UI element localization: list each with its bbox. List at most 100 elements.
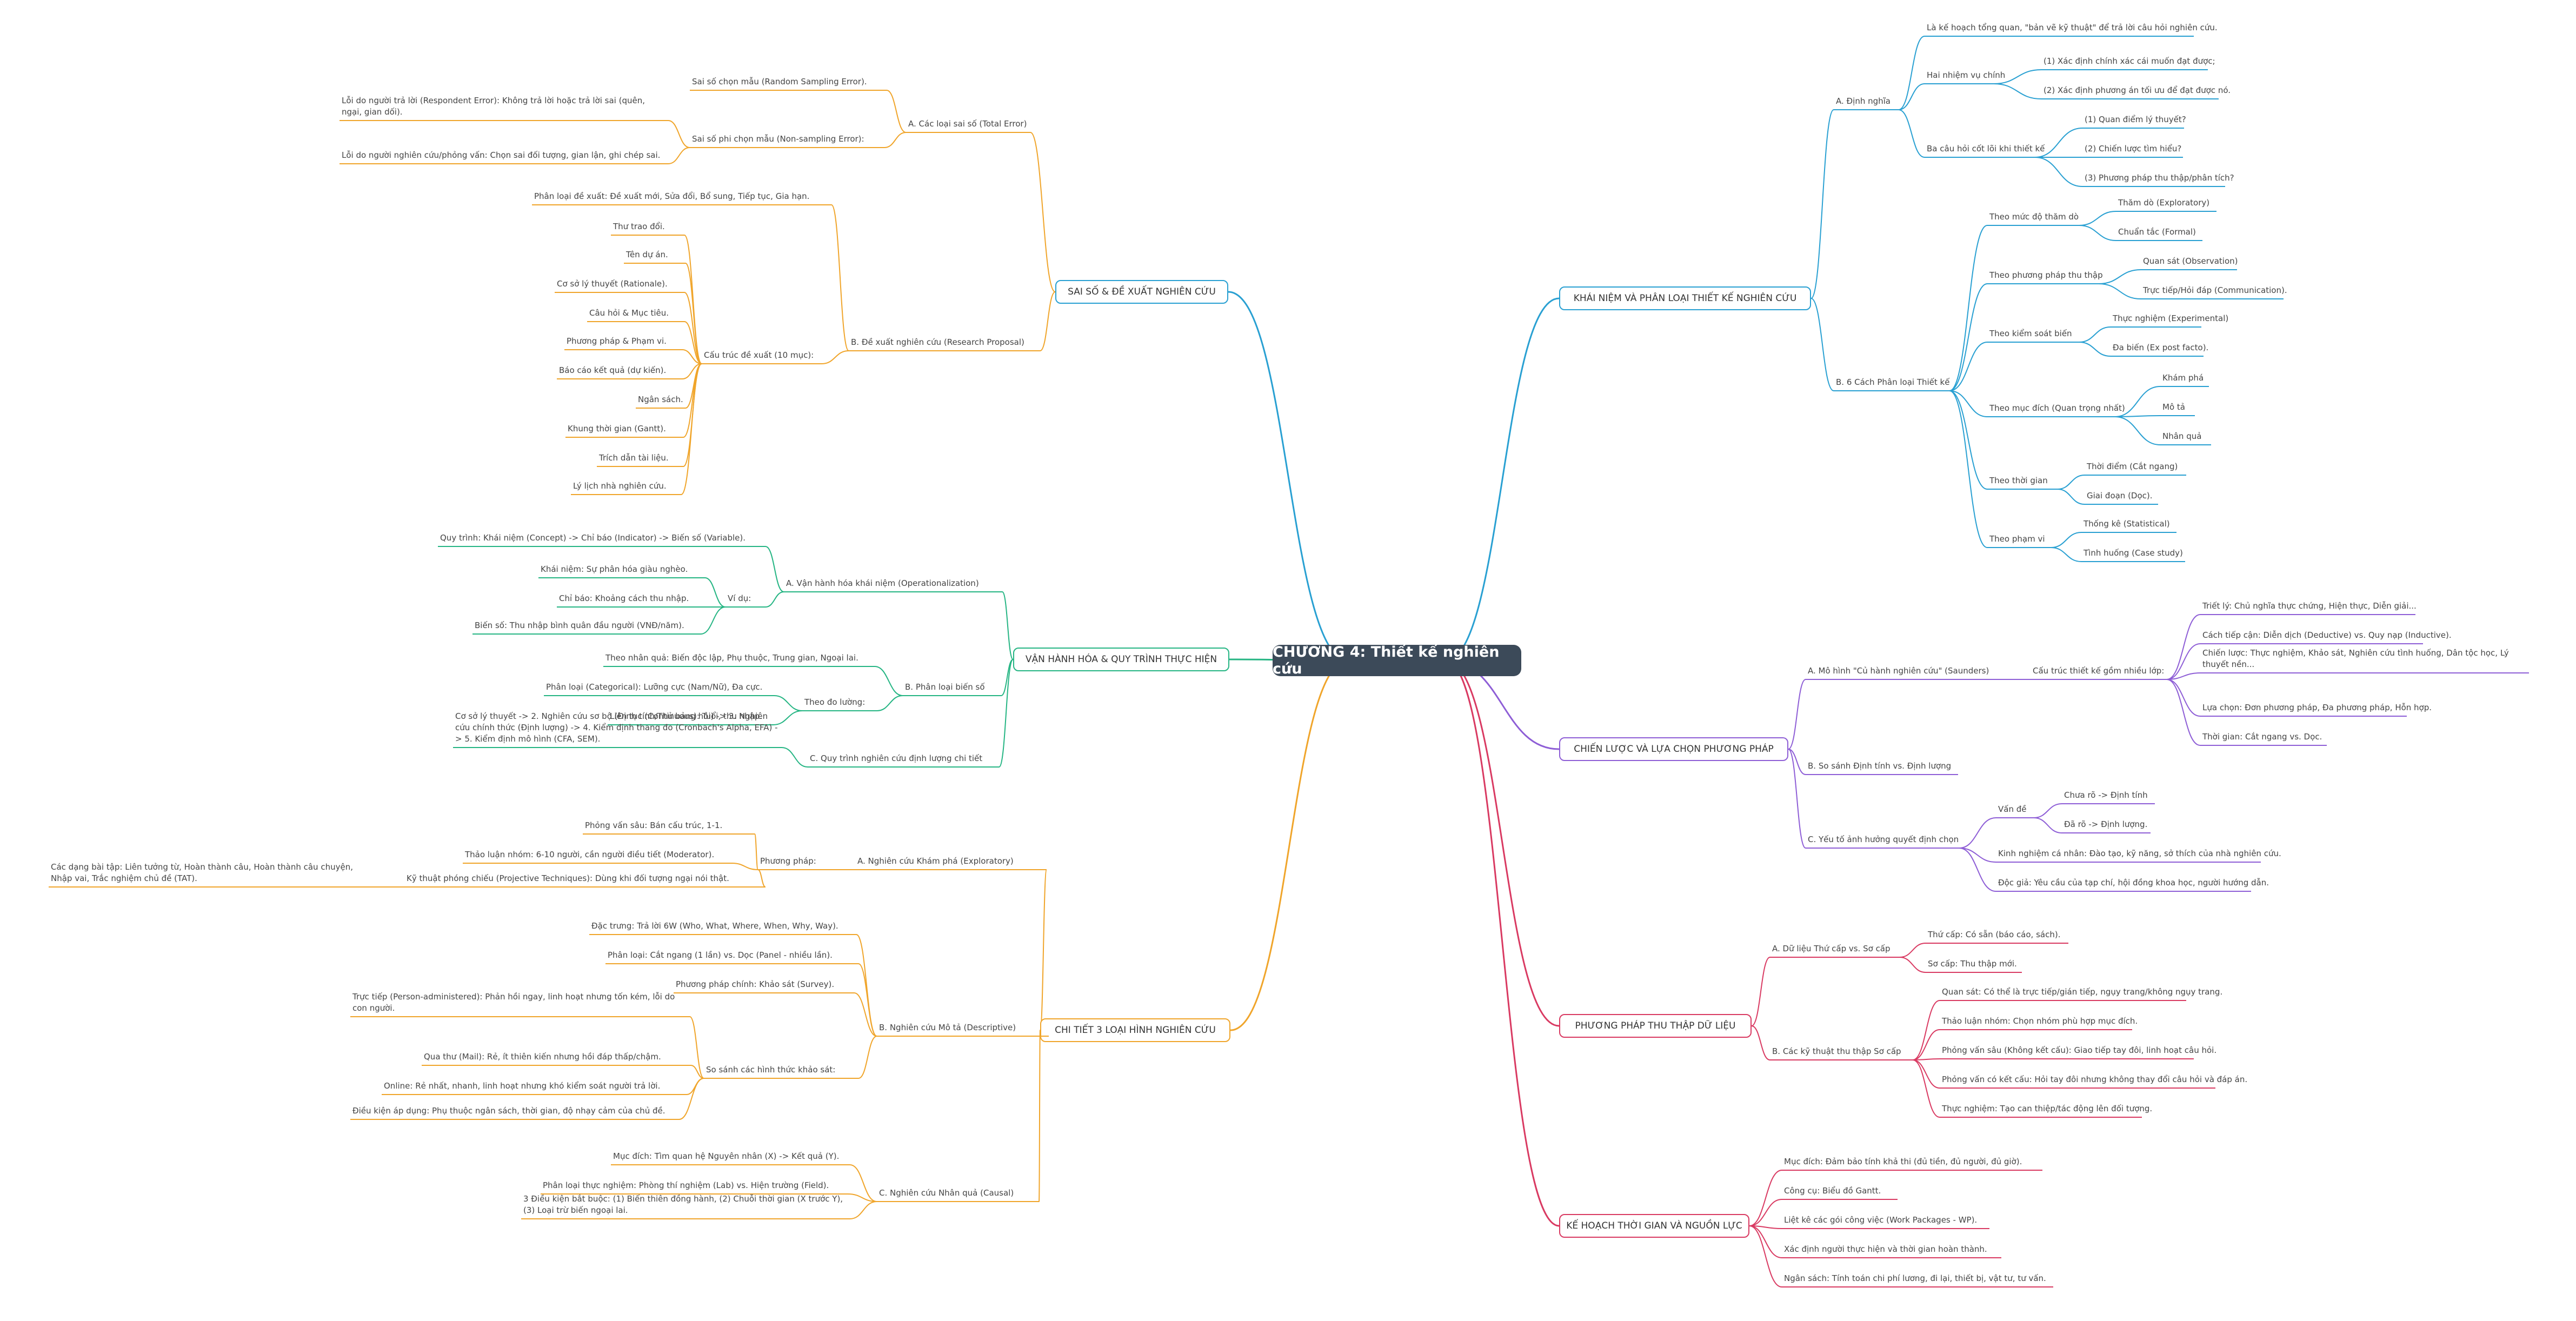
node-p12[interactable]: Đã rõ -> Định lượng. xyxy=(2062,818,2151,833)
node-s13[interactable]: Phương pháp & Phạm vi. xyxy=(564,335,682,350)
node-n23[interactable]: Nhân quả xyxy=(2160,430,2211,445)
node-p10[interactable]: Vấn đề xyxy=(1996,803,2034,818)
node-o3[interactable]: Phỏng vấn sâu: Bán cấu trúc, 1-1. xyxy=(583,819,755,835)
node-s18[interactable]: Lý lịch nhà nghiên cứu. xyxy=(571,479,681,495)
node-v9[interactable]: Theo đo lường: xyxy=(802,696,877,711)
node-s9[interactable]: Thư trao đổi. xyxy=(611,220,684,236)
node-v1[interactable]: A. Vận hành hóa khái niệm (Operationaliz… xyxy=(784,577,1002,592)
node-o5[interactable]: Kỹ thuật phóng chiếu (Projective Techniq… xyxy=(404,872,766,888)
node-r1[interactable]: Mục đích: Đảm bảo tính khả thi (đủ tiền,… xyxy=(1782,1155,2042,1171)
node-k3[interactable]: Sơ cấp: Thu thập mới. xyxy=(1926,957,2022,973)
node-s7[interactable]: Phân loại đề xuất: Đề xuất mới, Sửa đổi,… xyxy=(532,190,831,205)
node-n28[interactable]: Thống kê (Statistical) xyxy=(2081,517,2176,533)
node-v2[interactable]: Quy trình: Khái niệm (Concept) -> Chỉ bá… xyxy=(438,531,766,547)
node-n8[interactable]: (2) Chiến lược tìm hiểu? xyxy=(2082,142,2183,158)
node-s3[interactable]: Sai số phi chọn mẫu (Non-sampling Error)… xyxy=(690,132,884,148)
node-s6[interactable]: B. Đề xuất nghiên cứu (Research Proposal… xyxy=(849,336,1040,351)
branch-b4[interactable]: KẾ HOẠCH THỜI GIAN VÀ NGUỒN LỰC xyxy=(1559,1214,1749,1238)
node-o4[interactable]: Thảo luận nhóm: 6-10 người, cần người đi… xyxy=(463,848,732,864)
node-n17[interactable]: Theo kiểm soát biến xyxy=(1987,327,2079,343)
node-o2[interactable]: Phương pháp: xyxy=(758,855,834,870)
node-s1[interactable]: A. Các loại sai số (Total Error) xyxy=(906,117,1030,133)
node-n27[interactable]: Theo phạm vi xyxy=(1987,532,2051,548)
node-n13[interactable]: Chuẩn tắc (Formal) xyxy=(2116,225,2202,241)
node-p6[interactable]: Lựa chọn: Đơn phương pháp, Đa phương phá… xyxy=(2200,701,2432,717)
node-v10[interactable]: Phân loại (Categorical): Lưỡng cực (Nam/… xyxy=(544,680,774,696)
node-s11[interactable]: Cơ sở lý thuyết (Rationale). xyxy=(555,277,684,293)
node-n24[interactable]: Theo thời gian xyxy=(1987,474,2058,490)
node-o11[interactable]: So sánh các hình thức khảo sát: xyxy=(704,1063,858,1079)
node-p14[interactable]: Độc giả: Yêu cầu của tạp chí, hội đồng k… xyxy=(1996,876,2269,892)
node-n2[interactable]: Là kế hoạch tổng quan, "bản vẽ kỹ thuật"… xyxy=(1925,21,2218,37)
branch-b6[interactable]: VẬN HÀNH HÓA & QUY TRÌNH THỰC HIỆN xyxy=(1013,648,1229,671)
node-k6[interactable]: Thảo luận nhóm: Chọn nhóm phù hợp mục đí… xyxy=(1940,1015,2138,1030)
node-v11[interactable]: Liên tục (Continuous): Tuổi, thu nhập. xyxy=(608,710,773,725)
branch-b7[interactable]: CHI TIẾT 3 LOẠI HÌNH NGHIÊN CỨU xyxy=(1040,1018,1230,1042)
node-s16[interactable]: Khung thời gian (Gantt). xyxy=(565,422,683,438)
node-n14[interactable]: Theo phương pháp thu thập xyxy=(1987,269,2103,284)
node-s4[interactable]: Lỗi do người trả lời (Respondent Error):… xyxy=(340,94,668,121)
node-o12[interactable]: Trực tiếp (Person-administered): Phản hồ… xyxy=(350,990,690,1017)
node-n15[interactable]: Quan sát (Observation) xyxy=(2141,255,2238,270)
node-p9[interactable]: C. Yếu tố ảnh hưởng quyết định chọn xyxy=(1806,833,1959,849)
node-k8[interactable]: Phỏng vấn có kết cấu: Hỏi tay đôi nhưng … xyxy=(1940,1073,2247,1089)
branch-b3[interactable]: PHƯƠNG PHÁP THU THẬP DỮ LIỆU xyxy=(1559,1014,1752,1038)
node-k7[interactable]: Phỏng vấn sâu (Không kết cấu): Giao tiếp… xyxy=(1940,1044,2216,1059)
node-n22[interactable]: Mô tả xyxy=(2160,401,2195,416)
node-p7[interactable]: Thời gian: Cắt ngang vs. Dọc. xyxy=(2200,730,2327,746)
branch-b2[interactable]: CHIẾN LƯỢC VÀ LỰA CHỌN PHƯƠNG PHÁP xyxy=(1559,737,1788,761)
node-p11[interactable]: Chưa rõ -> Định tính xyxy=(2062,789,2155,804)
node-p4[interactable]: Cách tiếp cận: Diễn dịch (Deductive) vs.… xyxy=(2200,629,2452,644)
node-s5[interactable]: Lỗi do người nghiên cứu/phỏng vấn: Chọn … xyxy=(340,149,668,164)
node-s14[interactable]: Báo cáo kết quả (dự kiến). xyxy=(557,364,682,379)
node-o9[interactable]: Phân loại: Cắt ngang (1 lần) vs. Dọc (Pa… xyxy=(605,949,858,964)
node-n3[interactable]: Hai nhiệm vụ chính xyxy=(1925,69,2005,84)
node-r2[interactable]: Công cụ: Biểu đồ Gantt. xyxy=(1782,1184,1898,1200)
node-o7[interactable]: B. Nghiên cứu Mô tả (Descriptive) xyxy=(877,1021,1049,1037)
node-v4[interactable]: Khái niệm: Sự phân hóa giàu nghèo. xyxy=(538,563,705,578)
node-n7[interactable]: (1) Quan điểm lý thuyết? xyxy=(2082,113,2186,129)
node-p3[interactable]: Triết lý: Chủ nghĩa thực chứng, Hiện thự… xyxy=(2200,599,2417,615)
node-s17[interactable]: Trích dẫn tài liệu. xyxy=(597,451,683,467)
branch-b5[interactable]: SAI SỐ & ĐỀ XUẤT NGHIÊN CỨU xyxy=(1055,280,1228,304)
node-k2[interactable]: Thứ cấp: Có sẵn (báo cáo, sách). xyxy=(1926,928,2068,944)
node-n4[interactable]: (1) Xác định chính xác cái muốn đạt được… xyxy=(2041,55,2215,70)
node-n29[interactable]: Tình huống (Case study) xyxy=(2081,546,2185,562)
node-n20[interactable]: Theo mục đích (Quan trọng nhất) xyxy=(1987,402,2125,417)
node-v5[interactable]: Chỉ báo: Khoảng cách thu nhập. xyxy=(557,592,698,608)
node-o14[interactable]: Online: Rẻ nhất, nhanh, linh hoạt nhưng … xyxy=(382,1079,687,1095)
node-n16[interactable]: Trực tiếp/Hỏi đáp (Communication). xyxy=(2141,284,2287,299)
node-o8[interactable]: Đặc trưng: Trả lời 6W (Who, What, Where,… xyxy=(589,919,856,935)
node-o15[interactable]: Điều kiện áp dụng: Phụ thuộc ngân sách, … xyxy=(350,1104,679,1120)
node-v12[interactable]: C. Quy trình nghiên cứu định lượng chi t… xyxy=(808,752,999,768)
node-r5[interactable]: Ngân sách: Tính toán chi phí lương, đi l… xyxy=(1782,1272,2053,1287)
node-v8[interactable]: Theo nhân quả: Biến độc lập, Phụ thuộc, … xyxy=(603,651,875,667)
node-v13[interactable]: Cơ sở lý thuyết -> 2. Nghiên cứu sơ bộ (… xyxy=(453,710,782,748)
node-o19[interactable]: 3 Điều kiện bắt buộc: (1) Biến thiên đồn… xyxy=(521,1192,850,1219)
node-n1[interactable]: A. Định nghĩa xyxy=(1834,95,1899,110)
node-n25[interactable]: Thời điểm (Cắt ngang) xyxy=(2085,460,2186,476)
root-node[interactable]: CHƯƠNG 4: Thiết kế nghiên cứu xyxy=(1273,644,1521,677)
node-p8[interactable]: B. So sánh Định tính vs. Định lượng xyxy=(1806,759,1958,775)
node-n12[interactable]: Thăm dò (Exploratory) xyxy=(2116,196,2216,212)
node-v3[interactable]: Ví dụ: xyxy=(725,592,766,608)
node-s8[interactable]: Cấu trúc đề xuất (10 mục): xyxy=(702,349,822,364)
node-n21[interactable]: Khám phá xyxy=(2160,371,2209,387)
node-k1[interactable]: A. Dữ liệu Thứ cấp vs. Sơ cấp xyxy=(1770,942,1900,958)
node-n18[interactable]: Thực nghiệm (Experimental) xyxy=(2111,312,2228,328)
node-n11[interactable]: Theo mức độ thăm dò xyxy=(1987,210,2079,226)
branch-b1[interactable]: KHÁI NIỆM VÀ PHÂN LOẠI THIẾT KẾ NGHIÊN C… xyxy=(1559,286,1811,310)
node-o13[interactable]: Qua thư (Mail): Rẻ, ít thiên kiến nhưng … xyxy=(422,1050,691,1066)
node-o6[interactable]: Các dạng bài tập: Liên tưởng từ, Hoàn th… xyxy=(49,860,377,888)
node-p13[interactable]: Kinh nghiệm cá nhân: Đào tạo, kỹ năng, s… xyxy=(1996,847,2281,863)
node-s15[interactable]: Ngân sách. xyxy=(636,393,685,409)
node-s12[interactable]: Câu hỏi & Mục tiêu. xyxy=(587,306,684,322)
node-k4[interactable]: B. Các kỹ thuật thu thập Sơ cấp xyxy=(1770,1045,1913,1060)
node-n19[interactable]: Đa biến (Ex post facto). xyxy=(2111,341,2208,357)
node-n26[interactable]: Giai đoạn (Dọc). xyxy=(2085,489,2158,505)
node-s10[interactable]: Tên dự án. xyxy=(624,248,685,264)
node-p2[interactable]: Cấu trúc thiết kế gồm nhiều lớp: xyxy=(2031,664,2167,680)
node-o1[interactable]: A. Nghiên cứu Khám phá (Exploratory) xyxy=(855,855,1047,870)
node-o10[interactable]: Phương pháp chính: Khảo sát (Survey). xyxy=(674,978,854,993)
node-r4[interactable]: Xác định người thực hiện và thời gian ho… xyxy=(1782,1243,2001,1258)
